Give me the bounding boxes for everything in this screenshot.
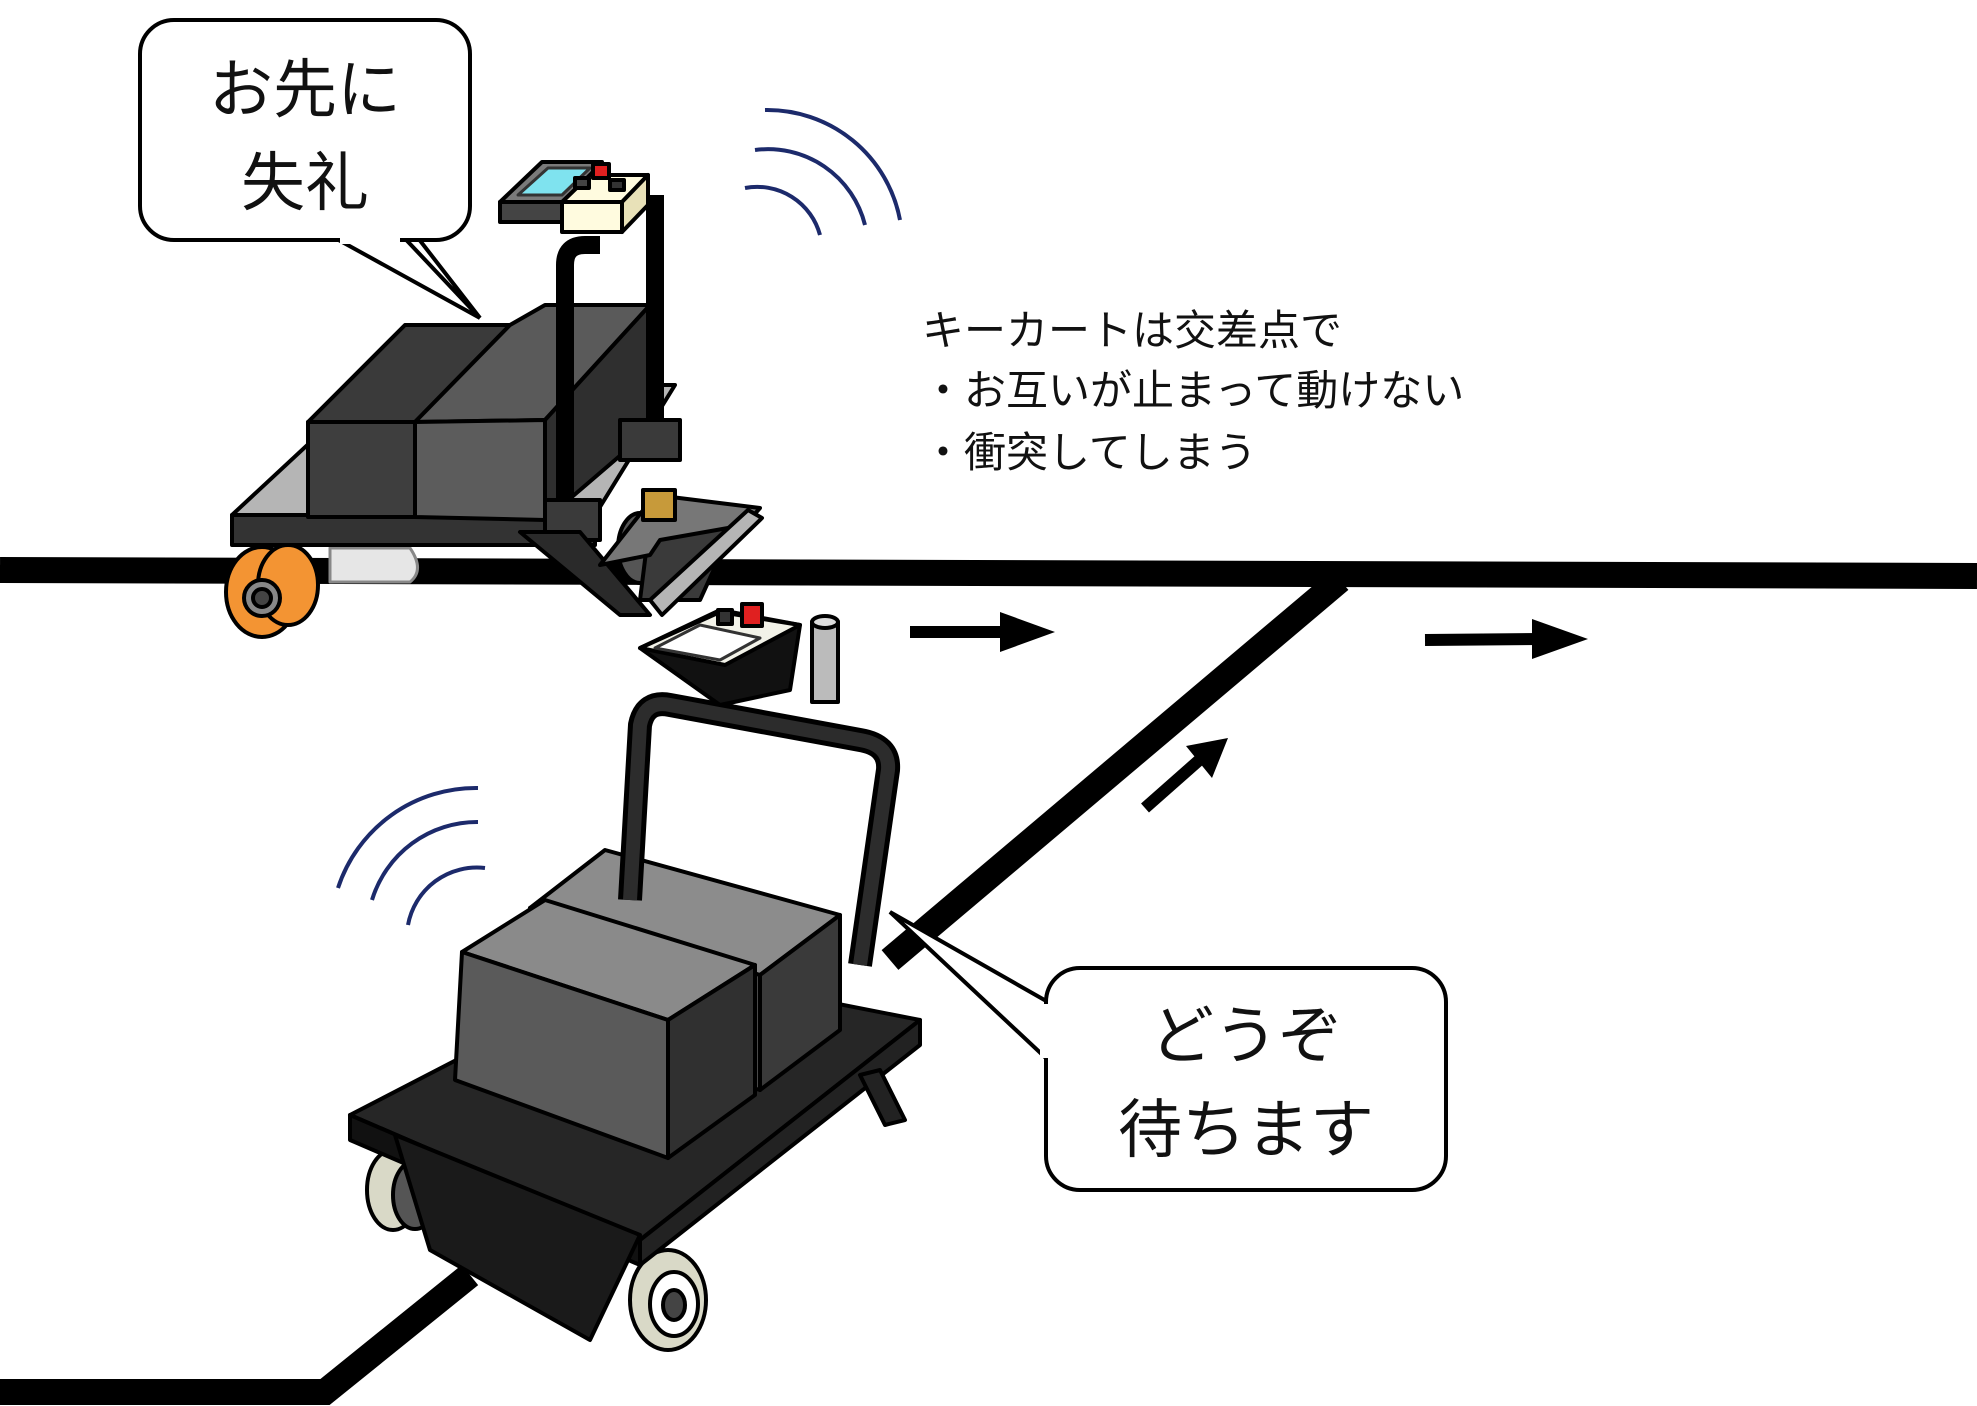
wireless-waves-bottom-icon xyxy=(336,785,486,926)
note-line3: ・衝突してしまう xyxy=(922,428,1257,477)
bubble-bottom-line2: 待ちます xyxy=(1118,1094,1374,1168)
bubble-top-line1: お先に xyxy=(209,54,401,128)
lower-track xyxy=(0,1264,479,1405)
direction-arrows xyxy=(910,612,1588,813)
bubble-top-line2: 失礼 xyxy=(241,147,369,221)
bottom-key-cart xyxy=(348,602,922,1352)
speech-bubble-top: お先に 失礼 xyxy=(138,18,482,320)
bubble-bottom-line1: どうぞ xyxy=(1150,1000,1342,1074)
speech-bubble-bottom: どうぞ 待ちます xyxy=(888,910,1448,1192)
arrow-diagonal-icon xyxy=(1141,738,1228,813)
note-line2: ・お互いが止まって動けない xyxy=(922,366,1464,415)
top-key-cart xyxy=(224,160,764,639)
explanation-note: キーカートは交差点で ・お互いが止まって動けない ・衝突してしまう xyxy=(922,306,1464,477)
arrow-right-icon xyxy=(910,612,1055,652)
orange-wheel xyxy=(224,543,320,639)
note-line1: キーカートは交差点で xyxy=(922,306,1342,355)
diagonal-track xyxy=(881,570,1349,970)
arrow-right-icon xyxy=(1424,619,1588,659)
wireless-waves-top-icon xyxy=(744,107,902,236)
